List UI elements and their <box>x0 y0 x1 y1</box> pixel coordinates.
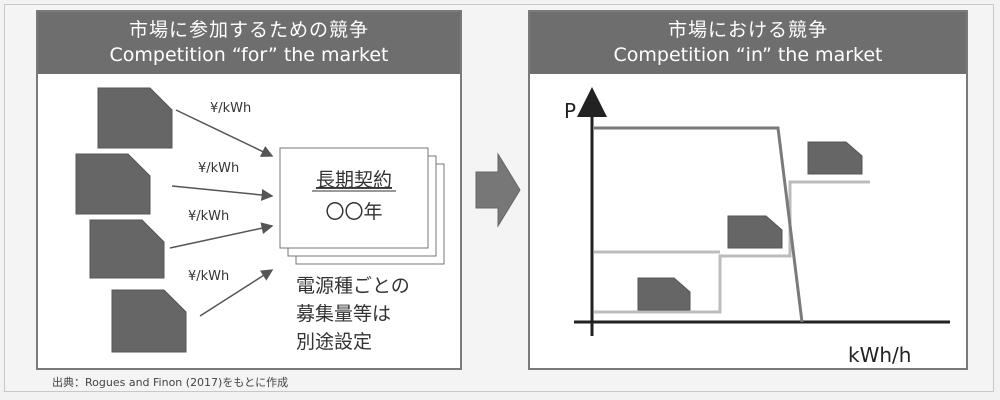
note-line: 電源種ごとの <box>296 275 410 297</box>
note-line: 募集量等は <box>296 303 391 325</box>
x-axis-label: kWh/h <box>848 343 911 367</box>
right-panel: 市場における競争 Competition “in” the market P k… <box>528 10 968 370</box>
right-panel-header: 市場における競争 Competition “in” the market <box>530 12 966 74</box>
bid-arrow <box>171 185 274 201</box>
bid-arrow <box>169 222 274 249</box>
bid-arrow <box>199 269 274 317</box>
arrow-label: ¥/kWh <box>198 161 239 176</box>
bid-arrow <box>175 109 274 157</box>
right-title-en: Competition “in” the market <box>613 44 883 66</box>
power-plant-icon <box>97 87 173 149</box>
power-plant-icon <box>75 153 151 215</box>
note-line: 別途設定 <box>296 331 372 353</box>
power-plant-icon <box>807 141 863 175</box>
power-plant-icon <box>727 215 783 249</box>
arrow-label: ¥/kWh <box>188 269 229 284</box>
y-axis-label: P <box>564 99 576 123</box>
contract-title: 長期契約 <box>316 169 392 191</box>
power-plant-icon <box>111 289 187 353</box>
source-note: 出典：Rogues and Finon (2017)をもとに作成 <box>52 376 289 389</box>
power-plant-icon <box>637 277 691 311</box>
left-title-en: Competition “for” the market <box>109 44 389 66</box>
demand-curve <box>594 126 804 323</box>
arrow-label: ¥/kWh <box>210 101 251 116</box>
supply-curve <box>594 180 870 314</box>
right-title-jp: 市場における競争 <box>667 19 828 41</box>
left-title-jp: 市場に参加するための競争 <box>128 19 369 41</box>
left-diagram: ¥/kWh ¥/kWh ¥/kWh ¥/kWh 長期契約 〇〇年 電源種ごとの … <box>75 87 445 353</box>
left-panel-header: 市場に参加するための競争 Competition “for” the marke… <box>38 12 460 74</box>
contract-sheet-front <box>279 147 429 249</box>
transition-arrow <box>475 152 521 228</box>
contract-years: 〇〇年 <box>325 201 382 223</box>
left-panel: 市場に参加するための競争 Competition “for” the marke… <box>36 10 462 370</box>
power-plant-icon <box>89 219 165 279</box>
merit-order-graph: P kWh/h <box>564 87 950 367</box>
arrow-label: ¥/kWh <box>188 209 229 224</box>
